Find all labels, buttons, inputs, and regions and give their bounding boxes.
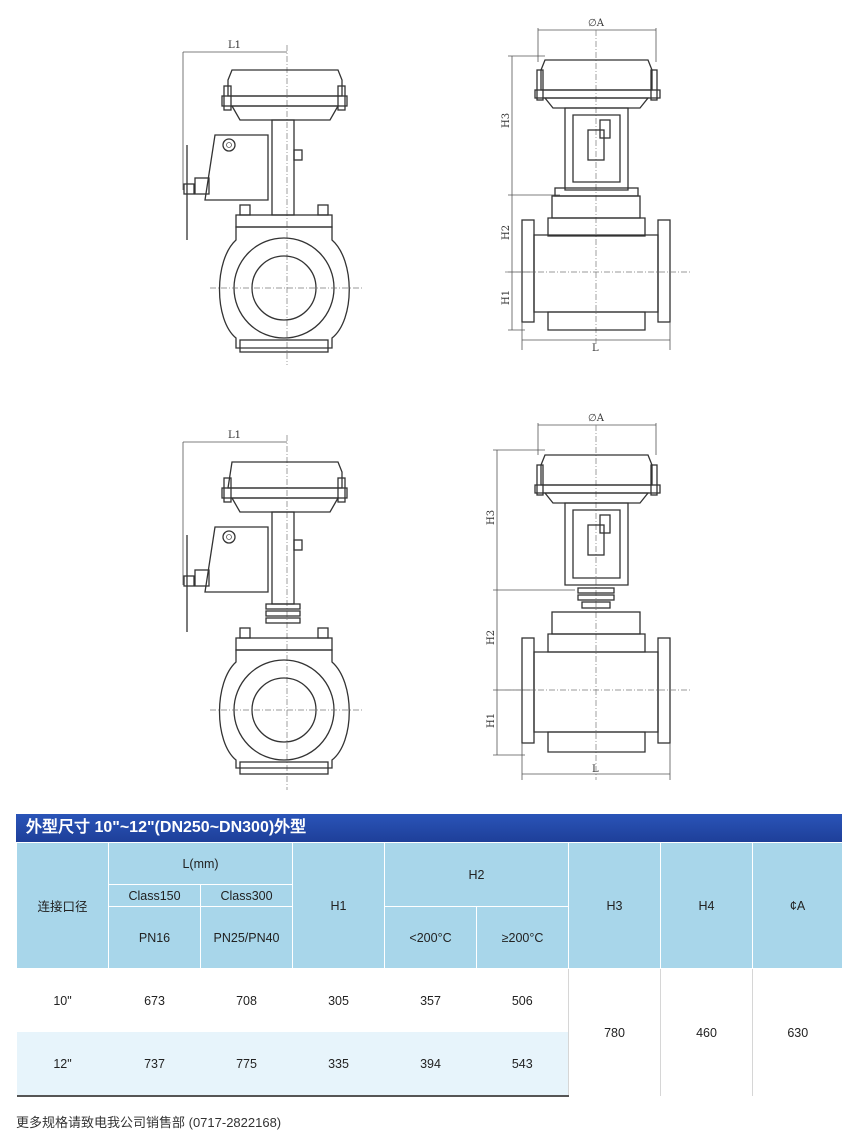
cell-h4: 460 xyxy=(660,968,753,1096)
header-connection: 连接口径 xyxy=(16,842,109,969)
header-a: ¢A xyxy=(752,842,844,969)
cell-h2-high: 543 xyxy=(476,1032,569,1097)
cell-a: 630 xyxy=(752,968,843,1096)
front-view-drawing-top: ∅A H3 H2 H1 L xyxy=(501,18,690,354)
cell-h3: 780 xyxy=(568,968,661,1096)
dim-l-label: L xyxy=(592,343,599,354)
dim-l1-label: L1 xyxy=(228,430,241,441)
header-h2: H2 xyxy=(384,842,570,907)
cell-h2-high: 506 xyxy=(476,968,569,1032)
dim-h1-label: H1 xyxy=(486,713,497,728)
cell-l300: 708 xyxy=(200,968,293,1032)
cell-l300: 775 xyxy=(200,1032,293,1097)
dimension-table: 连接口径 L(mm) H1 H2 H3 H4 ¢A Class150 Class… xyxy=(16,842,844,1097)
header-class150: Class150 xyxy=(108,884,201,907)
header-h2-high: ≥200°C xyxy=(476,906,570,969)
dim-h1-label: H1 xyxy=(501,290,512,305)
side-view-drawing-bottom: L1 xyxy=(182,430,362,790)
header-class300: Class300 xyxy=(199,884,294,907)
dim-h3-label: H3 xyxy=(486,510,497,525)
dim-l1-label: L1 xyxy=(228,40,241,51)
header-h4: H4 xyxy=(660,842,754,969)
dim-h2-label: H2 xyxy=(486,630,497,645)
header-h1: H1 xyxy=(292,842,386,969)
side-view-drawing-top: L1 xyxy=(182,40,362,365)
dim-l-label: L xyxy=(592,764,599,775)
dim-a-label: ∅A xyxy=(588,413,605,424)
cell-l150: 737 xyxy=(108,1032,201,1097)
valve-drawings: L1 ∅A xyxy=(182,18,690,790)
header-pn16: PN16 xyxy=(108,906,201,969)
table-row: 10" 673 708 305 357 506 780 460 630 xyxy=(16,968,843,1096)
cell-h2-low: 357 xyxy=(384,968,477,1032)
cell-size: 12" xyxy=(16,1032,109,1097)
header-h2-low: <200°C xyxy=(384,906,478,969)
table-title: 外型尺寸 10"~12"(DN250~DN300)外型 xyxy=(16,814,842,842)
cell-l150: 673 xyxy=(108,968,201,1032)
header-pn25: PN25/PN40 xyxy=(199,906,294,969)
dim-h2-label: H2 xyxy=(501,225,512,240)
table-row: 12" 737 775 335 394 543 xyxy=(16,1032,843,1097)
dim-h3-label: H3 xyxy=(501,113,512,128)
front-view-drawing-bottom: ∅A H3 H2 H1 L xyxy=(486,413,690,780)
cell-h1: 335 xyxy=(292,1032,385,1097)
footer-contact: 更多规格请致电我公司销售部 (0717-2822168) xyxy=(16,1115,282,1130)
header-h3: H3 xyxy=(568,842,662,969)
cell-h2-low: 394 xyxy=(384,1032,477,1097)
cell-size: 10" xyxy=(16,968,109,1032)
dim-a-label: ∅A xyxy=(588,18,605,29)
cell-h1: 305 xyxy=(292,968,385,1032)
header-l-mm: L(mm) xyxy=(107,842,294,885)
